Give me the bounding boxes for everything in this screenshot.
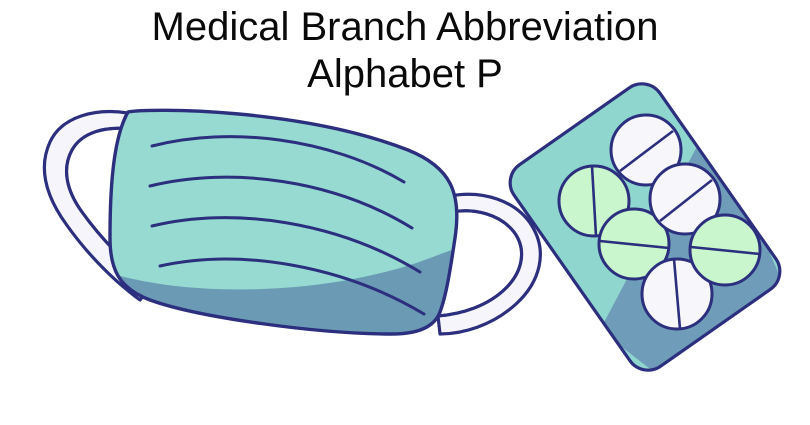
surgical-face-mask	[42, 108, 542, 336]
pill-2	[609, 113, 683, 187]
mask-pleat-line-1	[150, 135, 406, 184]
pill-3	[597, 207, 671, 281]
mask-pleat-line-2	[148, 175, 414, 230]
mask-pleat-line-4	[158, 257, 426, 316]
blister-pack-pills	[557, 113, 762, 331]
mask-pleat-line-3	[150, 216, 422, 274]
page-title-line-2: Alphabet P	[307, 52, 503, 96]
blister-pack-outline	[508, 82, 782, 372]
pill-blister-pack	[508, 82, 789, 379]
page-title: Medical Branch Abbreviation Alphabet P	[0, 4, 810, 98]
mask-right-ear-loop	[436, 192, 542, 336]
pill-5	[640, 257, 714, 331]
mask-pleat-lines	[148, 135, 426, 316]
pill-4	[648, 162, 722, 236]
mask-body-outline	[108, 108, 459, 336]
page-title-line-1: Medical Branch Abbreviation	[151, 5, 659, 49]
pill-6	[688, 213, 762, 287]
